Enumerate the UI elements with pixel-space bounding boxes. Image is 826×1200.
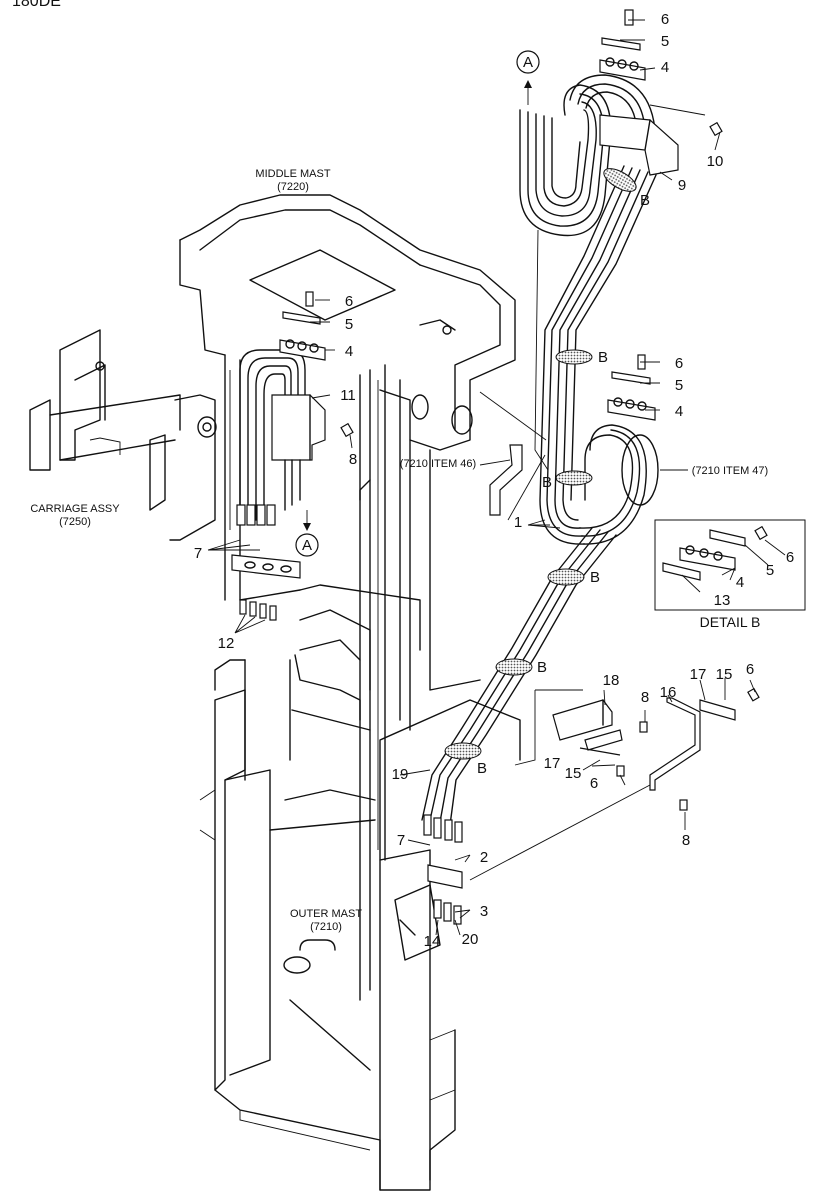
- callout-17-right: 17: [690, 666, 707, 683]
- callout-5-right: 5: [675, 377, 683, 394]
- callout-15-right: 15: [716, 666, 733, 683]
- marker-a-mid: A: [295, 510, 319, 557]
- b-label-3: B: [542, 474, 552, 491]
- callout-14: 14: [424, 933, 441, 950]
- item47-label: (7210 ITEM 47): [692, 465, 768, 477]
- callout-8-bottom: 8: [682, 832, 690, 849]
- callout-15-left: 15: [565, 765, 582, 782]
- page-title: 180DE: [12, 0, 61, 10]
- carriage-assy-label: CARRIAGE ASSY: [30, 503, 120, 515]
- callout-4-right: 4: [675, 403, 683, 420]
- assembly-labels: MIDDLE MAST (7220) CARRIAGE ASSY (7250) …: [30, 168, 768, 933]
- callout-8-mid: 8: [349, 451, 357, 468]
- callout-5-top: 5: [661, 33, 669, 50]
- callout-17-left: 17: [544, 755, 561, 772]
- callout-18: 18: [603, 672, 620, 689]
- leader-lines: [207, 19, 786, 936]
- callout-9: 9: [678, 177, 686, 194]
- callout-11: 11: [340, 387, 356, 404]
- callout-6-left-lower: 6: [590, 775, 598, 792]
- marker-a-top-label: A: [523, 54, 533, 71]
- callout-4-top: 4: [661, 59, 669, 76]
- callout-2: 2: [480, 849, 488, 866]
- middle-mast-label: MIDDLE MAST: [255, 168, 330, 180]
- b-markers: B B B B B B: [477, 192, 650, 777]
- lower-bracket-group: [469, 687, 760, 881]
- callout-6-mid: 6: [345, 293, 353, 310]
- callout-1: 1: [514, 514, 522, 531]
- callout-3: 3: [480, 903, 488, 920]
- hose-bundle: [421, 74, 659, 826]
- outer-mast-label: OUTER MAST: [290, 908, 362, 920]
- middle-hoses: [231, 349, 326, 621]
- callout-6-right-lower: 6: [746, 661, 754, 678]
- detail-b-box: [654, 519, 806, 611]
- callout-7-upper: 7: [194, 545, 202, 562]
- marker-a-top: A: [516, 50, 540, 105]
- detail-b-label: DETAIL B: [700, 614, 761, 630]
- callout-4-detail: 4: [736, 574, 744, 591]
- callout-20: 20: [462, 931, 479, 948]
- b-label-5: B: [537, 659, 547, 676]
- callout-7-lower: 7: [397, 832, 405, 849]
- callout-16: 16: [660, 684, 677, 701]
- callout-10: 10: [707, 153, 724, 170]
- callout-12: 12: [218, 635, 235, 652]
- marker-a-mid-label: A: [302, 537, 312, 554]
- carriage-assy-code: (7250): [59, 516, 91, 528]
- lower-fittings: [423, 814, 463, 925]
- b-label-6: B: [477, 760, 487, 777]
- part-callouts: 6 5 4 10 9 6 5 4 11 8 6 5 4 1 7 12 6 5 4…: [194, 11, 794, 950]
- b-label-2: B: [598, 349, 608, 366]
- middle-mast-clamp-group: [279, 291, 354, 438]
- item46-label: (7210 ITEM 46): [400, 458, 476, 470]
- middle-mast-code: (7220): [277, 181, 309, 193]
- callout-5-detail: 5: [766, 562, 774, 579]
- carriage-assy: [29, 329, 231, 541]
- callout-6-top: 6: [661, 11, 669, 28]
- callout-13: 13: [714, 592, 731, 609]
- callout-6-right: 6: [675, 355, 683, 372]
- b-label-1: B: [640, 192, 650, 209]
- callout-4-mid: 4: [345, 343, 353, 360]
- top-clamp-group: [599, 9, 723, 176]
- outer-mast-code: (7210): [310, 921, 342, 933]
- item46-bracket: [489, 444, 523, 516]
- b-label-4: B: [590, 569, 600, 586]
- callout-6-detail: 6: [786, 549, 794, 566]
- outer-mast: [199, 689, 521, 1191]
- callout-19: 19: [392, 766, 409, 783]
- callout-8-lower: 8: [641, 689, 649, 706]
- callout-5-mid: 5: [345, 316, 353, 333]
